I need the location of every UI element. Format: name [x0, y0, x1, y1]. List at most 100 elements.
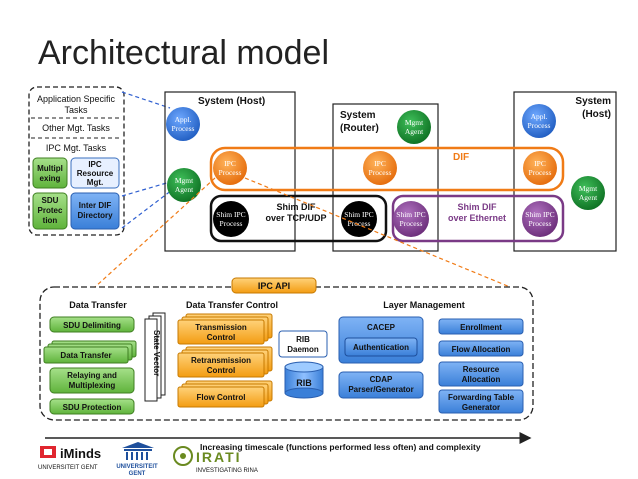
ipc-api-label: IPC API [258, 281, 290, 291]
flow-allocation-box [438, 340, 524, 357]
iminds-logo [40, 446, 56, 458]
inter-dif-label-2: Directory [77, 211, 113, 220]
connector-line [121, 91, 171, 109]
sdu-protection-label-3: tion [43, 216, 58, 225]
mgmt-agent-label: Mgmt [405, 118, 424, 127]
system-host-right-label-2: (Host) [582, 109, 611, 120]
resource-allocation-label-2: Allocation [462, 375, 501, 384]
iminds-sub-text: UNIVERSITEIT GENT [38, 465, 98, 471]
system-router-label: System [340, 110, 376, 121]
sdu-delimiting-box [49, 316, 135, 333]
other-mgt-label: Other Mgt. Tasks [42, 123, 110, 133]
retransmission-label-2: Control [207, 366, 235, 375]
system-host-left-label: System (Host) [198, 96, 265, 107]
sdu-protection-box [49, 398, 135, 415]
connector-line [121, 189, 173, 229]
rib-label: RIB [296, 378, 312, 388]
sdu-delimiting-label: SDU Delimiting [63, 321, 121, 330]
flow-allocation-label: Flow Allocation [452, 345, 511, 354]
cdap-label-2: Parser/Generator [348, 385, 413, 394]
cdap-box [338, 371, 424, 399]
multiplexing-label: Multipl [37, 164, 63, 173]
state-vector-label: State Vector [152, 330, 161, 376]
retransmission-label: Retransmission [191, 356, 251, 365]
data-transfer-box [43, 346, 129, 364]
connector-line [121, 181, 171, 197]
ipc-process-node [363, 151, 397, 185]
ipc-mgt-label: IPC Mgt. Tasks [46, 143, 107, 153]
ipc-process-label-2: Process [369, 168, 392, 177]
flow-control-label: Flow Control [197, 393, 246, 402]
iminds-logo-text: iMinds [60, 446, 101, 461]
relaying-label: Relaying and [67, 371, 117, 380]
system-host-right-label: System [575, 96, 611, 107]
shim-ipc-process-label: Shim IPC [344, 210, 373, 219]
rib-database-icon [284, 361, 324, 399]
shim-ipc-process-node [522, 201, 558, 237]
mgmt-agent-label: Mgmt [175, 176, 194, 185]
forwarding-table-label-2: Generator [462, 403, 500, 412]
enrollment-label: Enrollment [460, 323, 502, 332]
shim-ethernet-label-2: over Ethernet [448, 213, 506, 223]
ipc-resource-label: IPC [88, 160, 102, 169]
cdap-label: CDAP [370, 375, 393, 384]
multiplexing-label-2: exing [40, 174, 61, 183]
forwarding-table-label: Forwarding Table [448, 393, 515, 402]
transmission-label-2: Control [207, 333, 235, 342]
shim-ipc-process-label-2: Process [220, 219, 243, 228]
resource-allocation-label: Resource [463, 365, 500, 374]
state-vector-box [144, 318, 158, 402]
mgmt-agent-node [397, 110, 431, 144]
data-transfer-label: Data Transfer [60, 351, 111, 360]
system-router-label-2: (Router) [340, 123, 379, 134]
retransmission-control-box [177, 352, 265, 378]
irati-sub-text: INVESTIGATING RINA [196, 468, 258, 474]
shim-tcp-label-2: over TCP/UDP [265, 213, 326, 223]
ipc-process-label-2: Process [529, 168, 552, 177]
ipc-process-label-2: Process [219, 168, 242, 177]
mgmt-agent-label-2: Agent [405, 127, 424, 136]
forwarding-table-box [438, 389, 524, 414]
rib-daemon-label: RIB [296, 335, 310, 344]
appl-process-node [522, 104, 556, 138]
authentication-box [344, 337, 418, 357]
multiplexing-cell [32, 157, 68, 189]
shim-ipc-process-label-2: Process [400, 219, 423, 228]
rib-daemon-box [278, 330, 328, 358]
ipc-process-label: IPC [534, 159, 546, 168]
sdu-protection-label-2: Protec [38, 206, 63, 215]
flow-control-box [177, 386, 265, 408]
appl-process-label-2: Process [172, 124, 195, 133]
shim-ipc-process-label-2: Process [529, 219, 552, 228]
sdu-protection-cell [32, 192, 68, 230]
ipc-resource-label-2: Resource [77, 169, 114, 178]
ipc-process-label: IPC [224, 159, 236, 168]
mgmt-agent-label: Mgmt [579, 184, 598, 193]
page-title: Architectural model [38, 34, 330, 72]
zoom-line [244, 177, 511, 288]
enrollment-box [438, 318, 524, 335]
sdu-protection-label: SDU [42, 196, 59, 205]
irati-logo-text: IRATI [196, 449, 242, 465]
shim-ipc-process-label-2: Process [348, 219, 371, 228]
shim-ipc-process-label: Shim IPC [525, 210, 554, 219]
dif-label: DIF [453, 152, 469, 163]
sdu-protection-label: SDU Protection [63, 403, 122, 412]
layer-management-heading: Layer Management [383, 300, 465, 310]
appl-process-label-2: Process [528, 121, 551, 130]
shim-ipc-process-label: Shim IPC [396, 210, 425, 219]
authentication-label: Authentication [353, 343, 409, 352]
rib-daemon-label-2: Daemon [287, 345, 319, 354]
ipc-resource-cell [70, 157, 120, 189]
ugent-logo [122, 442, 154, 460]
system-host-right-box [513, 91, 617, 252]
app-tasks-label-2: Tasks [64, 105, 88, 115]
mgmt-agent-label-2: Agent [175, 185, 194, 194]
mgmt-agent-node [167, 168, 201, 202]
resource-allocation-box [438, 361, 524, 387]
relaying-box [49, 367, 135, 394]
ipc-process-node [213, 151, 247, 185]
shim-ipc-process-node [341, 201, 377, 237]
mgmt-agent-node [571, 176, 605, 210]
